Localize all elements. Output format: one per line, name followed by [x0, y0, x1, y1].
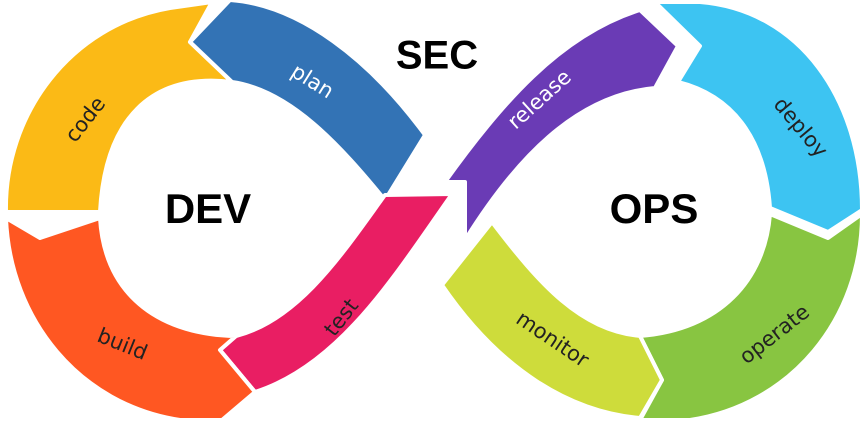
hub-label-dev: DEV: [165, 185, 251, 232]
segment-monitor: [440, 220, 664, 420]
segment-plan: [188, 0, 427, 202]
segment-operate: [638, 212, 864, 422]
hub-label-ops: OPS: [610, 185, 699, 232]
segment-build: [4, 216, 257, 422]
hub-label-sec: SEC: [396, 34, 478, 78]
segment-release: [403, 8, 680, 242]
segment-deploy: [653, 0, 864, 234]
segment-test: [218, 192, 454, 394]
segment-code: [3, 0, 234, 214]
